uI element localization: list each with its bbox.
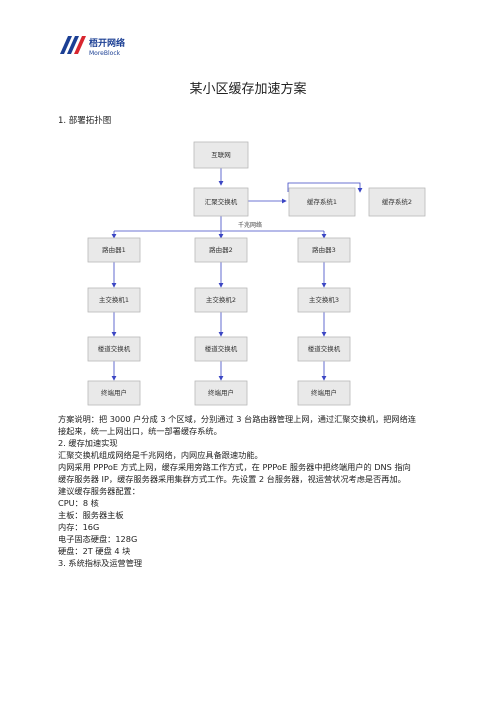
svg-text:缓存系统1: 缓存系统1 [307,197,337,206]
node-internet: 互联网 [193,141,249,169]
body-line: 汇聚交换机组成网络是千兆网络，内网应具备跟速功能。 [58,450,263,460]
body-line: 缓存服务器 IP，缓存服务器采用集群方式工作。先设置 2 台服务器，视运营状况考… [58,474,406,484]
body-line: 内网采用 PPPoE 方式上网，缓存采用旁路工作方式，在 PPPoE 服务器中把… [58,462,411,472]
spec-cpu: CPU：8 核 [58,498,99,508]
svg-text:路由器1: 路由器1 [102,245,126,254]
node-end-user-3: 终端用户 [297,380,351,406]
body-line: 接起来，统一上网出口，统一部署缓存系统。 [58,426,222,436]
node-router-1: 路由器1 [87,237,141,263]
section-heading-topology: 1. 部署拓扑图 [58,116,112,126]
svg-text:主交换机1: 主交换机1 [99,295,129,304]
node-aggregation-switch: 汇聚交换机 [193,187,249,217]
node-end-user-2: 终端用户 [194,380,248,406]
node-router-3: 路由器3 [297,237,351,263]
node-end-user-1: 终端用户 [87,380,141,406]
body-line: 建议缓存服务器配置： [58,486,140,496]
section-heading-metrics: 3. 系统指标及运营管理 [58,558,143,568]
svg-text:路由器2: 路由器2 [209,245,233,254]
label-gigabit-network: 千兆网络 [238,221,262,229]
link-cache1-cache2 [287,182,361,192]
company-logo: 梧开网络 MoreBlock [60,36,125,57]
logo-mark-icon [60,36,86,54]
svg-text:终端用户: 终端用户 [101,388,127,397]
svg-text:路由器3: 路由器3 [312,245,336,254]
body-line: 方案说明：把 3000 户分成 3 个区域，分别通过 3 台路由器管理上网，通过… [58,414,416,424]
node-router-2: 路由器2 [194,237,248,263]
document-body: 方案说明：把 3000 户分成 3 个区域，分别通过 3 台路由器管理上网，通过… [58,413,443,569]
svg-text:主交换机2: 主交换机2 [206,295,236,304]
svg-text:互联网: 互联网 [211,150,231,159]
svg-text:汇聚交换机: 汇聚交换机 [205,197,238,206]
node-corridor-switch-2: 楼道交换机 [194,336,248,362]
document-title: 某小区缓存加速方案 [189,82,307,97]
node-cache-system-2: 缓存系统2 [368,187,426,217]
logo-brand-en: MoreBlock [89,50,121,57]
svg-text:楼道交换机: 楼道交换机 [98,344,131,353]
svg-text:终端用户: 终端用户 [311,388,337,397]
svg-text:终端用户: 终端用户 [208,388,234,397]
svg-text:楼道交换机: 楼道交换机 [308,344,341,353]
logo-brand-cn: 梧开网络 [89,37,125,49]
svg-text:主交换机3: 主交换机3 [309,295,339,304]
node-core-switch-1: 主交换机1 [87,287,141,313]
spec-memory: 内存：16G [58,522,100,532]
node-core-switch-2: 主交换机2 [194,287,248,313]
spec-motherboard: 主板：服务器主板 [58,510,124,520]
node-cache-system-1: 缓存系统1 [288,187,356,217]
node-core-switch-3: 主交换机3 [297,287,351,313]
svg-text:楼道交换机: 楼道交换机 [205,344,238,353]
node-corridor-switch-1: 楼道交换机 [87,336,141,362]
spec-ssd: 电子固态硬盘：128G [58,534,138,544]
section-heading-cache: 2. 缓存加速实现 [58,438,118,448]
node-corridor-switch-3: 楼道交换机 [297,336,351,362]
topology-diagram: 互联网 汇聚交换机 缓存系统1 缓存系统2 千兆网络 路由器1 路由器2 路由器… [87,141,426,406]
svg-text:缓存系统2: 缓存系统2 [382,197,412,206]
spec-hdd: 硬盘：2T 硬盘 4 块 [58,546,131,556]
